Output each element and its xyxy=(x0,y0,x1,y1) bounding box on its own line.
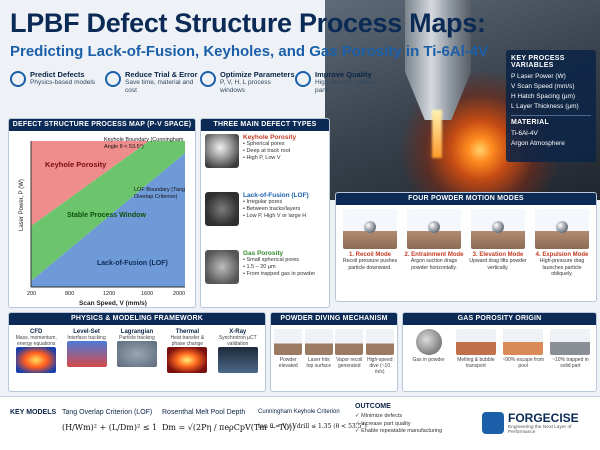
x-tick: 1600 xyxy=(141,291,153,297)
recoil-image xyxy=(343,209,397,249)
gas-step-1: Gas in powder xyxy=(406,329,452,369)
key-variables-heading: KEY PROCESS VARIABLES xyxy=(511,55,565,69)
entrainment-image xyxy=(407,209,461,249)
keyhole-label: Keyhole Porosity xyxy=(45,160,107,169)
tang-label: Tang Overlap Criterion (LOF) xyxy=(62,409,153,416)
defect-types-heading: THREE MAIN DEFECT TYPES xyxy=(201,119,329,131)
keyhole-pore-image xyxy=(205,134,239,168)
lagrangian-image xyxy=(116,341,157,367)
stable-region xyxy=(31,141,185,281)
brand-name: FORGECISE xyxy=(508,411,579,425)
y-axis-label: Laser Power, P (W) xyxy=(19,179,25,231)
keyhole-boundary-note: Keyhole Boundary (Cunningham Angle θ < 5… xyxy=(104,137,184,150)
forgecise-logo-icon xyxy=(482,412,504,434)
outcome-item: ✓ Increase part quality xyxy=(355,420,411,427)
sliders-icon xyxy=(200,71,216,87)
defect-lof: Lack-of-Fusion (LOF) • Irregular pores •… xyxy=(201,189,329,247)
dive-step-2: Laser hits top surface xyxy=(304,329,334,375)
process-map-heading: DEFECT STRUCTURE PROCESS MAP (P-V SPACE) xyxy=(9,119,195,131)
dive-step-3: Vapor recoil generated xyxy=(334,329,364,375)
tang-formula: (H/Wm)² + (L/Dm)² ≤ 1 xyxy=(62,423,158,432)
bottom-bar: KEY MODELS Tang Overlap Criterion (LOF) … xyxy=(0,396,600,450)
brand-tagline: Engineering the Next Layer of Performanc… xyxy=(508,425,572,435)
var-power: P Laser Power (W) xyxy=(511,73,566,80)
x-tick-labels: 200 800 1200 1600 2000 xyxy=(27,291,185,297)
thermal-image xyxy=(167,347,208,373)
var-speed: V Scan Speed (mm/s) xyxy=(511,83,575,90)
lof-pore-image xyxy=(205,192,239,226)
elevation-image xyxy=(471,209,525,249)
lof-label: Lack-of-Fusion (LOF) xyxy=(97,260,168,267)
shield-check-icon xyxy=(105,71,121,87)
laser-beam-image xyxy=(432,110,442,158)
motion-modes-heading: FOUR POWDER MOTION MODES xyxy=(336,193,596,205)
gas-step-2: Melting & bubble transport xyxy=(453,329,499,369)
quality-icon xyxy=(295,71,311,87)
outcome-item: ✓ Enable repeatable manufacturing xyxy=(355,428,443,434)
rosenthal-label: Rosenthal Melt Pool Depth xyxy=(162,409,246,416)
cunningham-label: Cunningham Keyhole Criterion xyxy=(258,409,340,415)
outcome-box: OUTCOME ✓ Minimize defects ✓ Increase pa… xyxy=(355,403,475,436)
crosshair-icon xyxy=(10,71,26,87)
lof-region xyxy=(31,153,185,287)
key-variables-box: KEY PROCESS VARIABLES P Laser Power (W) … xyxy=(506,50,596,162)
diving-panel: POWDER DIVING MECHANISM Powder elevated … xyxy=(270,312,398,392)
material-heading: MATERIAL xyxy=(511,119,550,126)
stable-label: Stable Process Window xyxy=(67,212,146,219)
diving-heading: POWDER DIVING MECHANISM xyxy=(271,313,397,325)
gas-step-3: ~90% escape from pool xyxy=(500,329,546,369)
var-layer: L Layer Thickness (µm) xyxy=(511,103,579,110)
process-map-diagram: Keyhole Porosity Stable Process Window L… xyxy=(19,141,185,307)
x-tick: 1200 xyxy=(103,291,115,297)
cunningham-formula: tan θ = V / Vdrill ≤ 1.35 (θ < 53.5°) xyxy=(258,423,367,430)
page-subtitle: Predicting Lack-of-Fusion, Keyholes, and… xyxy=(10,43,489,60)
outcome-item: ✓ Minimize defects xyxy=(355,413,403,419)
dive-step-1: Powder elevated xyxy=(273,329,303,375)
gas-step-4: ~10% trapped in solid part xyxy=(547,329,593,369)
var-hatch: H Hatch Spacing (µm) xyxy=(511,93,576,100)
x-tick: 800 xyxy=(65,291,74,297)
atmosphere-value: Argon Atmosphere xyxy=(511,140,565,147)
physics-heading: PHYSICS & MODELING FRAMEWORK xyxy=(9,313,265,325)
cfd-image xyxy=(16,347,57,373)
defect-gas: Gas Porosity • Small spherical pores • 1… xyxy=(201,247,329,305)
lof-boundary-note: LOF Boundary (Tang Overlap Criterion) xyxy=(134,187,186,200)
x-axis-label: Scan Speed, V (mm/s) xyxy=(79,300,147,307)
process-map-panel: DEFECT STRUCTURE PROCESS MAP (P-V SPACE)… xyxy=(8,118,196,308)
defect-keyhole: Keyhole Porosity • Spherical pores • Dee… xyxy=(201,131,329,189)
levelset-image xyxy=(66,341,107,367)
gas-heading: GAS POROSITY ORIGIN xyxy=(403,313,596,325)
x-tick: 200 xyxy=(27,291,36,297)
key-models-heading: KEY MODELS xyxy=(10,409,57,416)
xray-image xyxy=(217,347,258,373)
defect-types-panel: THREE MAIN DEFECT TYPES Keyhole Porosity… xyxy=(200,118,330,308)
gas-pore-image xyxy=(205,250,239,284)
divider xyxy=(511,115,591,116)
dive-step-4: High-speed dive (~10 m/s) xyxy=(365,329,395,375)
material-value: Ti-6Al-4V xyxy=(511,130,538,137)
x-tick: 2000 xyxy=(173,291,185,297)
rosenthal-formula: Dm = √(2Pη / πeρCpV(Tm − T0)) xyxy=(162,423,296,432)
outcome-heading: OUTCOME xyxy=(355,403,391,410)
gas-panel: GAS POROSITY ORIGIN Gas in powder Meltin… xyxy=(402,312,597,392)
page-title: LPBF Defect Structure Process Maps: xyxy=(10,8,486,38)
expulsion-image xyxy=(535,209,589,249)
